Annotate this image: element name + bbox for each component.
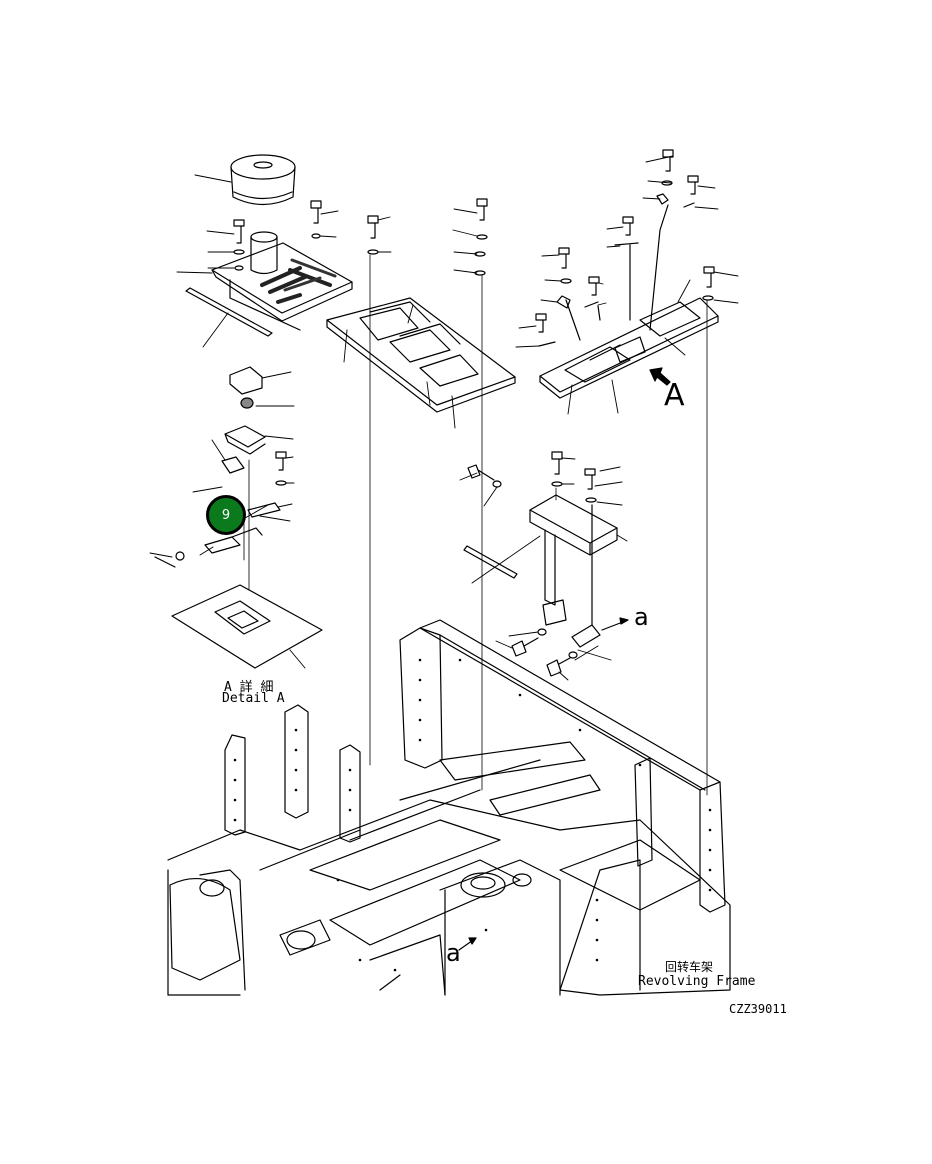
detail-a-label-jp: A 詳 細 [224, 680, 274, 695]
arrow-to-frame-a [458, 937, 477, 951]
bolts-right [535, 149, 715, 347]
detail-a-label-en: Detail A [222, 691, 285, 706]
seal-strip [185, 287, 273, 337]
arrow-to-a [601, 617, 629, 631]
revolving-frame [167, 619, 731, 996]
view-marker-A: A [664, 378, 685, 413]
floor-mat-detail [171, 584, 323, 669]
air-cleaner-cap [230, 154, 296, 206]
detail-a-centerline [243, 459, 250, 591]
right-floor-plate [539, 297, 719, 399]
leader-lines [149, 155, 739, 681]
view-arrow-A [649, 367, 671, 386]
frame-label-en: Revolving Frame [638, 974, 756, 989]
arrow-label-a-frame: a [446, 939, 461, 967]
arrow-label-a: a [634, 603, 649, 631]
bolts-center [367, 198, 488, 276]
frame-label-jp: 回转车架 [665, 960, 714, 974]
center-floor-plate [326, 297, 516, 413]
air-cleaner-plate [211, 242, 353, 331]
detail-a-parts [154, 366, 287, 568]
bracket-assembly [463, 494, 618, 648]
callout-badge-9[interactable]: 9 [206, 495, 246, 535]
air-cleaner-pipe [250, 231, 278, 275]
guide-lines [369, 254, 708, 796]
drawing-number: CZZ39011 [729, 1002, 787, 1016]
